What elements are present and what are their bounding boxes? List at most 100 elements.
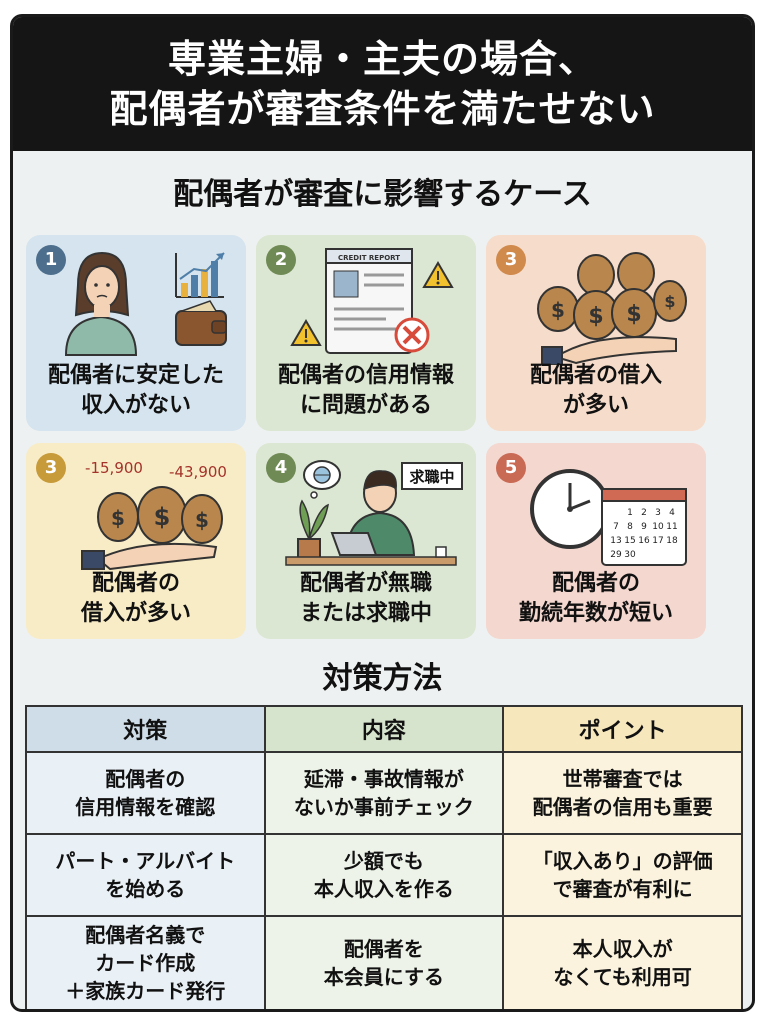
svg-text:$: $	[588, 304, 603, 329]
column-header-point: ポイント	[502, 705, 743, 753]
calendar-day: 29	[610, 550, 622, 560]
calendar-day: 11	[666, 522, 677, 532]
wallet-icon	[175, 300, 227, 346]
calendar-day: 8	[627, 522, 633, 532]
content-cell: 延滞・事故情報が ないか事前チェック	[263, 751, 505, 835]
measure-cell: 配偶者名義で カード作成 ＋家族カード発行	[25, 915, 266, 1009]
svg-text:$: $	[111, 506, 125, 530]
job-hunting-sign: 求職中	[401, 462, 463, 490]
money-bags-icon: -15,900 -43,900 $ $ $	[85, 459, 227, 544]
case-label-line: 配偶者に安定した	[47, 363, 224, 388]
hand-icon	[541, 336, 677, 365]
cases-section-title: 配偶者が審査に影響するケース	[173, 177, 592, 212]
calendar-icon: 1 2 3 4 7 8 9 10 11 13 15 16 17 18 29 30	[601, 488, 687, 566]
cell-line: 配偶者を	[343, 937, 424, 961]
debt-amount: -15,900	[85, 459, 143, 477]
case-badge: 3	[496, 245, 526, 275]
case-label: 配偶者の信用情報 に問題がある	[256, 361, 476, 421]
bar-chart-icon	[175, 252, 225, 298]
plant-icon	[297, 499, 329, 560]
header-title-line-2: 配偶者が審査条件を満たせない	[109, 87, 656, 131]
table-header-row: 対策 内容 ポイント	[25, 705, 743, 753]
table-row: 配偶者の 信用情報を確認 延滞・事故情報が ないか事前チェック 世帯審査では 配…	[25, 751, 743, 835]
case-label-line: 配偶者の借入	[529, 363, 662, 388]
case-badge: 4	[266, 453, 296, 483]
case-card-3: 3 $$ $$ 配偶者の借入 が多い	[486, 235, 706, 431]
laptop-man-icon	[285, 470, 457, 566]
case-label-line: に問題がある	[299, 393, 432, 418]
calendar-day: 30	[624, 550, 636, 560]
cell-line: 少額でも	[343, 849, 424, 873]
table-row: 配偶者名義で カード作成 ＋家族カード発行 配偶者を 本会員にする 本人収入が …	[25, 915, 743, 1009]
debt-amount: -43,900	[169, 463, 227, 481]
calendar-day: 17	[652, 536, 663, 546]
case-card-1: 1	[26, 235, 246, 431]
cell-line: 「収入あり」の評価	[532, 849, 713, 873]
calendar-day: 18	[666, 536, 678, 546]
measure-cell: 配偶者の 信用情報を確認	[25, 751, 266, 835]
money-bags-icon: $$ $$	[537, 252, 687, 340]
measures-table: 対策 内容 ポイント 配偶者の 信用情報を確認 延滞・事故情報が ないか事前チェ…	[25, 705, 743, 1009]
case-label: 配偶者が無職 または求職中	[256, 569, 476, 629]
cell-line: 本人収入が	[572, 937, 673, 961]
content-cell: 配偶者を 本会員にする	[263, 915, 505, 1009]
cell-line: 世帯審査では	[562, 767, 683, 791]
calendar-day: 7	[613, 522, 619, 532]
cell-line: を始める	[105, 877, 186, 901]
infographic-frame: 専業主婦・主夫の場合、 配偶者が審査条件を満たせない 配偶者が審査に影響するケー…	[10, 14, 755, 1012]
table-row: パート・アルバイト を始める 少額でも 本人収入を作る 「収入あり」の評価 で審…	[25, 833, 743, 917]
cell-line: ＋家族カード発行	[65, 979, 226, 1003]
cell-line: なくても利用可	[553, 965, 692, 989]
column-header-content: 内容	[263, 705, 505, 753]
hand-icon	[81, 542, 218, 571]
cell-line: 本人収入を作る	[313, 877, 454, 901]
cases-grid: 1	[26, 235, 752, 639]
svg-text:$: $	[664, 292, 675, 311]
case-label: 配偶者の 勤続年数が短い	[486, 569, 706, 629]
case-label-line: 勤続年数が短い	[518, 601, 673, 626]
calendar-day: 16	[638, 536, 650, 546]
calendar-day: 10	[652, 522, 664, 532]
measures-section-title: 対策方法	[322, 661, 443, 696]
header-banner: 専業主婦・主夫の場合、 配偶者が審査条件を満たせない	[13, 17, 752, 151]
case-label: 配偶者の借入 が多い	[486, 361, 706, 421]
header-title-line-1: 専業主婦・主夫の場合、	[167, 37, 597, 81]
svg-text:$: $	[154, 503, 171, 531]
cell-line: で審査が有利に	[552, 877, 693, 901]
calendar-day: 13	[610, 536, 621, 546]
case-label-line: 配偶者の信用情報	[277, 363, 454, 388]
svg-text:$: $	[551, 298, 565, 322]
case-label: 配偶者の 借入が多い	[26, 569, 246, 629]
case-badge: 5	[496, 453, 526, 483]
case-label-line: 借入が多い	[80, 601, 191, 626]
credit-report-title: CREDIT REPORT	[338, 254, 400, 262]
woman-icon	[64, 251, 138, 356]
case-card-4: 3 -15,900 -43,900 $$$ 配偶者の 借入が多い	[26, 443, 246, 639]
case-badge: 1	[36, 245, 66, 275]
x-mark-icon	[394, 317, 430, 353]
case-label-line: 収入がない	[80, 393, 191, 418]
calendar-day: 3	[655, 508, 661, 518]
case-label-line: 配偶者の	[91, 571, 180, 596]
cell-line: ないか事前チェック	[293, 795, 474, 819]
calendar-day: 1	[627, 508, 633, 518]
svg-text:$: $	[195, 508, 209, 532]
case-badge: 2	[266, 245, 296, 275]
calendar-day: 2	[641, 508, 647, 518]
calendar-day: 15	[624, 536, 635, 546]
measure-cell: パート・アルバイト を始める	[25, 833, 266, 917]
content-cell: 少額でも 本人収入を作る	[263, 833, 505, 917]
point-cell: 世帯審査では 配偶者の信用も重要	[502, 751, 743, 835]
cell-line: 本会員にする	[323, 965, 444, 989]
point-cell: 「収入あり」の評価 で審査が有利に	[502, 833, 743, 917]
case-card-6: 5 1 2 3 4 7 8 9 10 11	[486, 443, 706, 639]
calendar-day: 9	[641, 522, 647, 532]
cell-line: パート・アルバイト	[55, 849, 236, 873]
cell-line: カード作成	[95, 951, 196, 975]
credit-report-icon: CREDIT REPORT	[325, 248, 413, 354]
case-card-2: 2 CREDIT REPORT	[256, 235, 476, 431]
cell-line: 配偶者の	[105, 767, 186, 791]
case-label-line: 配偶者が無職	[299, 571, 432, 596]
case-label: 配偶者に安定した 収入がない	[26, 361, 246, 421]
case-label-line: または求職中	[299, 601, 432, 626]
